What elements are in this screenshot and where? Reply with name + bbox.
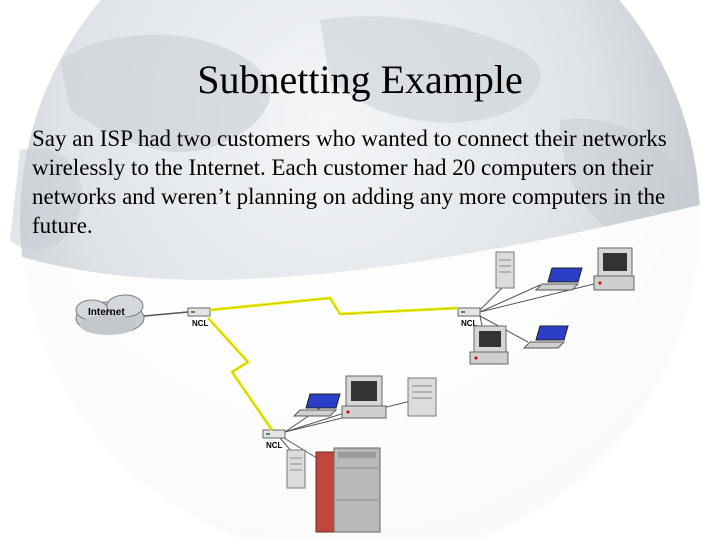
internet-cloud-icon [75,294,145,335]
router-label-3: NCL [266,441,283,450]
laptop-icon [522,325,569,349]
desktop-computer-icon [469,325,509,365]
slide-title: Subnetting Example [197,57,523,102]
laptop-icon [292,393,341,417]
laptop-icon [534,267,583,291]
router-icon [457,307,481,317]
desktop-computer-icon [341,375,387,419]
desktop-computer-icon [593,247,635,291]
server-tower-icon [407,377,437,417]
router-icon [262,429,286,439]
internet-label: Internet [88,307,125,318]
server-tower-icon [495,251,515,289]
slide-body-text: Say an ISP had two customers who wanted … [32,126,667,238]
wireless-link-icon [206,316,274,431]
server-tower-icon [286,449,306,489]
router-label-1: NCL [192,319,209,328]
router-label-2: NCL [461,319,478,328]
mainframe-server-icon [315,447,381,533]
router-icon [187,307,211,317]
cable-line [143,311,189,317]
